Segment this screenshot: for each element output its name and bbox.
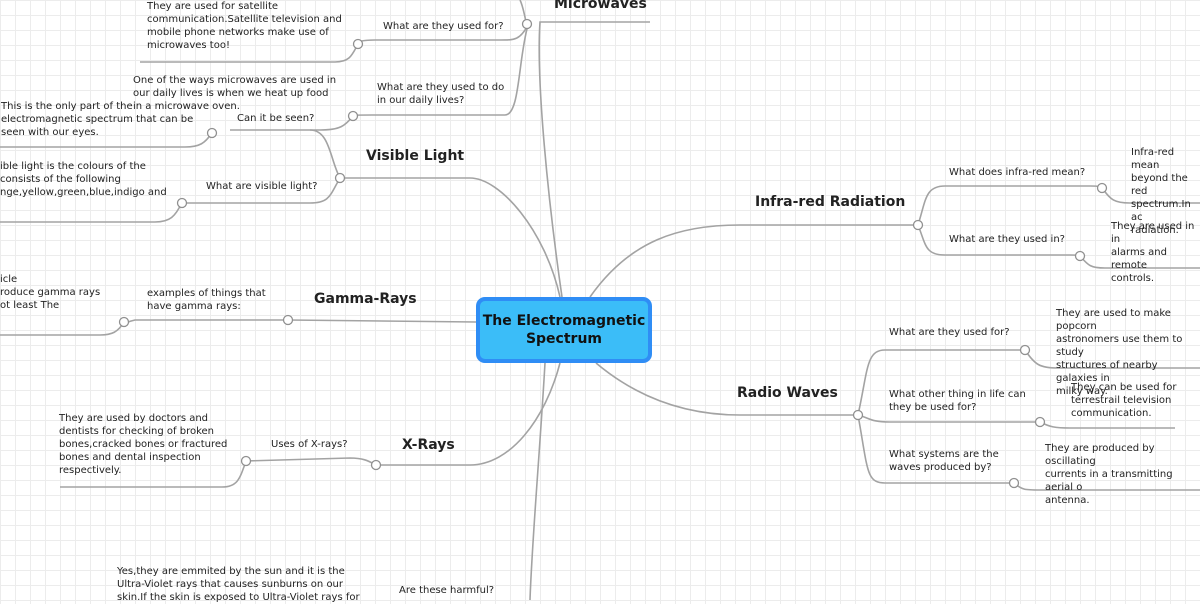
answer-ir-mean[interactable]: Infra-red mean beyond the red spectrum.I… <box>1131 147 1191 236</box>
topic-x-rays[interactable]: X-Rays <box>402 437 455 453</box>
answer-gr-examples[interactable]: icle roduce gamma rays ot least The <box>0 274 101 311</box>
edge-rw-other <box>857 414 1038 423</box>
edge-gr-examples-answer <box>0 319 288 336</box>
node-xr-uses <box>240 455 252 467</box>
question-vl-seen[interactable]: Can it be seen? <box>237 113 315 124</box>
question-xr-uses[interactable]: Uses of X-rays? <box>271 439 348 450</box>
edge-vl-seen <box>309 129 341 179</box>
topic-gamma-rays[interactable]: Gamma-Rays <box>314 291 417 307</box>
node-rw-systems <box>1008 477 1020 489</box>
question-rw-used-for[interactable]: What are they used for? <box>889 327 1010 338</box>
edge-visible-light <box>340 177 561 298</box>
node-mw-daily <box>347 110 359 122</box>
node-rw-other <box>1034 416 1046 428</box>
edge-rw-other-answer <box>1039 421 1175 429</box>
answer-uv-harmful[interactable]: Yes,they are emmited by the sun and it i… <box>117 566 360 603</box>
node-rw-hub <box>852 409 864 421</box>
question-uv-harmful[interactable]: Are these harmful? <box>399 585 495 596</box>
edge-rw-systems <box>857 414 1012 484</box>
answer-rw-used-for[interactable]: They are used to make popcorn astronomer… <box>1056 308 1183 397</box>
edge-vl-what-answer <box>0 202 183 223</box>
answer-vl-what[interactable]: ible light is the colours of the consist… <box>0 161 167 198</box>
edge-ir-mean <box>917 185 1103 226</box>
node-ir-mean <box>1096 182 1108 194</box>
node-gr-hub <box>282 314 294 326</box>
node-vl-seen <box>206 127 218 139</box>
edge-gamma-rays <box>287 319 477 323</box>
question-ir-mean[interactable]: What does infra-red mean? <box>949 167 1086 178</box>
question-rw-systems[interactable]: What systems are the waves produced by? <box>889 449 999 473</box>
answer-mw-used-for[interactable]: They are used for satellite communicatio… <box>147 1 342 51</box>
question-vl-what[interactable]: What are visible light? <box>206 181 318 192</box>
edge-mw-top <box>519 0 527 23</box>
topic-radio-waves[interactable]: Radio Waves <box>737 385 838 401</box>
question-gr-examples[interactable]: examples of things that have gamma rays: <box>147 288 266 312</box>
answer-rw-systems[interactable]: They are produced by oscillating current… <box>1045 443 1173 506</box>
node-xr-hub <box>370 459 382 471</box>
node-ir-hub <box>912 219 924 231</box>
node-vl-what <box>176 197 188 209</box>
edge-radio-waves <box>595 362 858 416</box>
topic-visible-light[interactable]: Visible Light <box>366 148 465 164</box>
node-ir-used-in <box>1074 250 1086 262</box>
edge-xr-uses <box>244 457 377 466</box>
answer-mw-daily[interactable]: One of the ways microwaves are used in o… <box>133 75 337 112</box>
central-topic-label: The Electromagnetic Spectrum <box>482 313 646 347</box>
edge-vl-what <box>180 177 341 204</box>
edge-x-rays <box>376 362 561 466</box>
answer-xr-uses[interactable]: They are used by doctors and dentists fo… <box>59 413 228 476</box>
edge-xr-uses-answer <box>60 460 247 488</box>
node-rw-used-for <box>1019 344 1031 356</box>
edge-ultraviolet <box>529 362 546 600</box>
node-mw-hub <box>521 18 533 30</box>
answer-rw-other[interactable]: They can be used for terrestrail televis… <box>1071 382 1177 419</box>
answer-vl-seen[interactable]: This is the only part of the electromagn… <box>1 101 194 138</box>
node-gr-examples <box>118 316 130 328</box>
central-topic[interactable]: The Electromagnetic Spectrum <box>476 297 652 363</box>
question-ir-used-in[interactable]: What are they used in? <box>949 234 1065 245</box>
answer-ir-used-in[interactable]: They are used in in alarms and remote co… <box>1111 221 1195 284</box>
edge-rw-used-for-answer <box>1024 349 1200 369</box>
topic-microwaves[interactable]: Microwaves <box>554 0 647 12</box>
node-mw-used-for <box>352 38 364 50</box>
question-rw-other[interactable]: What other thing in life can they be use… <box>889 389 1026 413</box>
question-mw-used-for[interactable]: What are they used for? <box>383 21 504 32</box>
question-mw-daily[interactable]: What are they used to do in our daily li… <box>377 82 505 106</box>
node-vl-hub <box>334 172 346 184</box>
edge-microwaves <box>538 21 650 298</box>
edge-infrared <box>589 224 918 298</box>
topic-infrared-radiation[interactable]: Infra-red Radiation <box>755 194 906 210</box>
